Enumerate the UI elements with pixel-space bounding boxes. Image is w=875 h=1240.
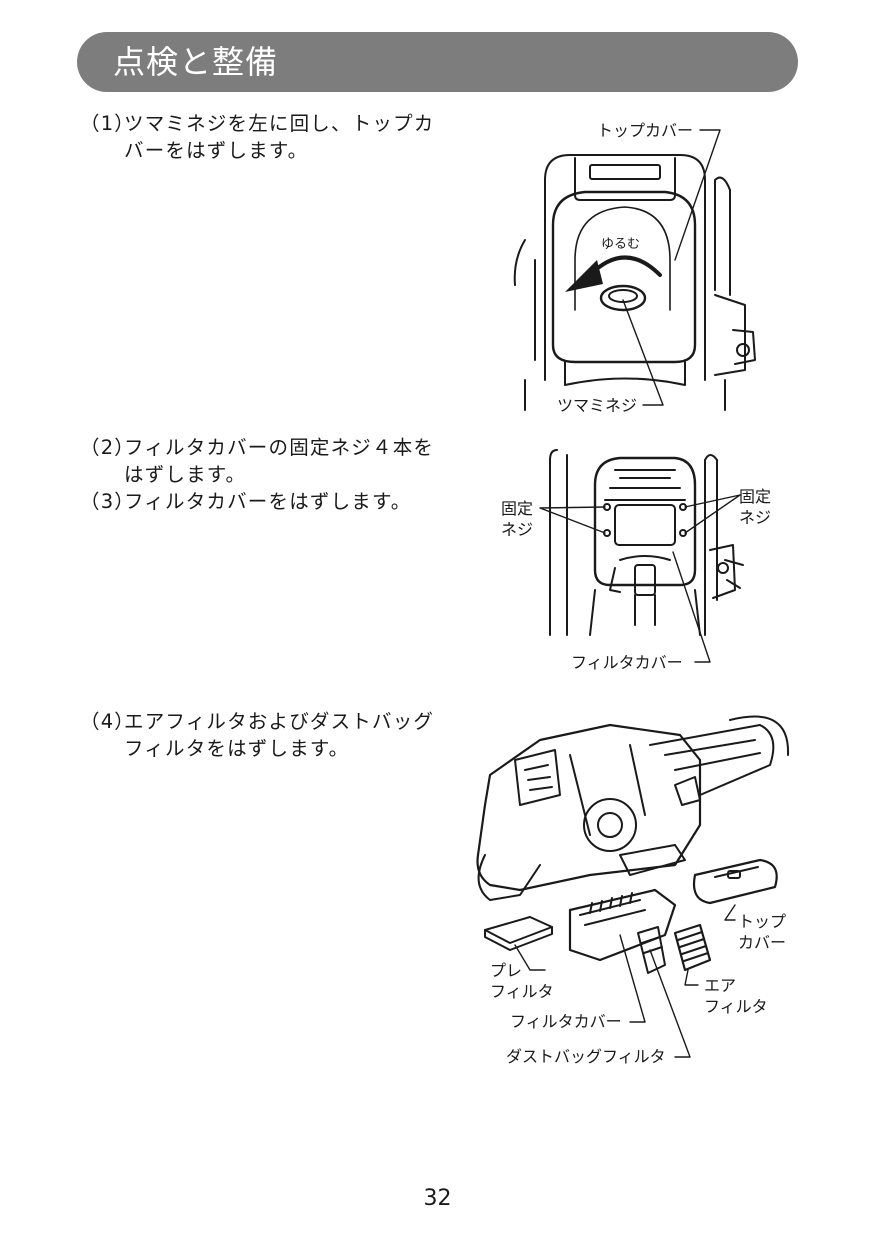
- exploded-view-illustration: [476, 715, 790, 1058]
- label-top-cover-2: トップ カバー: [738, 912, 787, 952]
- label-filter-cover: フィルタカバー: [571, 653, 683, 672]
- label-fixing-screw-left: 固定 ネジ: [501, 499, 534, 539]
- step-4-number: （4）: [80, 710, 136, 733]
- step-1: （1） ツマミネジを左に回し、トップカ バーをはずします。: [80, 110, 470, 164]
- section-title: 点検と整備: [113, 43, 279, 81]
- label-air-filter: エア フィルタ: [704, 976, 768, 1016]
- step-1-number: （1）: [80, 112, 136, 135]
- step-2-line-2: はずします。: [124, 463, 247, 486]
- step-4: （4） エアフィルタおよびダストバッグ フィルタをはずします。: [80, 708, 470, 762]
- label-loosen: ゆるむ: [601, 237, 641, 252]
- label-dust-bag-filter: ダストバッグフィルタ: [506, 1047, 666, 1066]
- top-cover-illustration: [513, 129, 756, 411]
- label-fixing-screw-right: 固定 ネジ: [739, 487, 772, 527]
- label-knob-screw: ツマミネジ: [557, 396, 638, 415]
- step-3-number: （3）: [80, 490, 136, 513]
- step-3-line-1: フィルタカバーをはずします。: [124, 490, 412, 513]
- label-top-cover: トップカバー: [597, 121, 694, 140]
- label-filter-cover-2: フィルタカバー: [510, 1012, 622, 1031]
- label-pre-filter: プレ フィルタ: [490, 961, 554, 1001]
- step-2-number: （2）: [80, 436, 136, 459]
- figure-exploded-view: トップ カバー プレ フィルタ エア フィルタ フィルタカバー ダストバッグフィ…: [470, 715, 800, 1075]
- filter-cover-illustration: [539, 449, 744, 663]
- step-3: （3） フィルタカバーをはずします。: [80, 488, 470, 515]
- step-4-line-2: フィルタをはずします。: [124, 737, 350, 760]
- figure-top-cover: トップカバー ゆるむ ツマミネジ: [505, 110, 775, 440]
- page-number: 32: [423, 1186, 452, 1211]
- figure-filter-cover-screws: 固定 ネジ 固定 ネジ フィルタカバー: [495, 440, 785, 680]
- step-2-line-1: フィルタカバーの固定ネジ４本を: [124, 436, 435, 459]
- step-1-line-1: ツマミネジを左に回し、トップカ: [124, 112, 435, 135]
- step-2: （2） フィルタカバーの固定ネジ４本を はずします。 （3） フィルタカバーをは…: [80, 434, 470, 515]
- step-1-line-2: バーをはずします。: [124, 139, 309, 162]
- step-4-line-1: エアフィルタおよびダストバッグ: [124, 710, 435, 733]
- section-header: 点検と整備: [77, 32, 798, 92]
